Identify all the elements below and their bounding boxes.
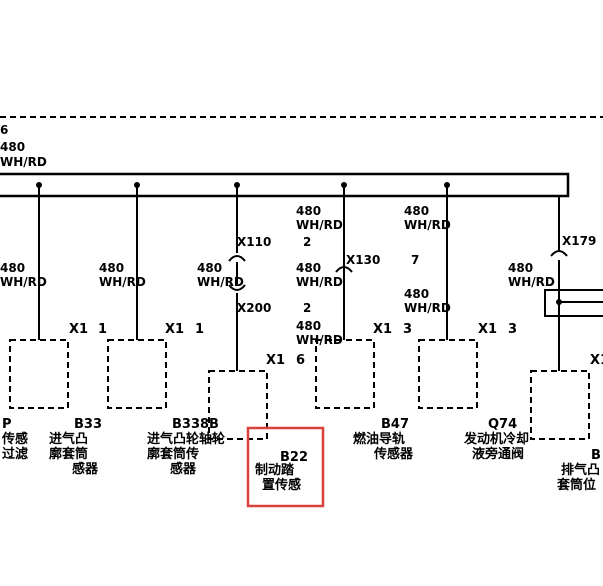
x1-label-2: X1 bbox=[165, 322, 184, 337]
x1-pin-5: 3 bbox=[508, 322, 517, 337]
connector-x179-symbol bbox=[550, 250, 568, 257]
component-box-5 bbox=[418, 339, 478, 409]
component-0-code: P bbox=[2, 417, 12, 432]
wire-label-3b: WH/RD bbox=[197, 275, 244, 289]
component-1-name-2: 廓套筒 bbox=[49, 446, 88, 462]
top-left-label-2: 480 bbox=[0, 140, 25, 154]
x1-label-4: X1 bbox=[373, 322, 392, 337]
x1-pin-3: 6 bbox=[296, 353, 305, 368]
top-left-label-1: 6 bbox=[0, 123, 8, 137]
wire-label-7a: 480 bbox=[404, 204, 429, 218]
x1-pin-1: 1 bbox=[98, 322, 107, 337]
connector-x200-symbol bbox=[228, 284, 246, 291]
component-1-name-1: 进气凸 bbox=[49, 431, 88, 447]
component-2-name-2: 廓套筒传 bbox=[147, 446, 199, 462]
x1-pin-4: 3 bbox=[403, 322, 412, 337]
component-2-code: B338B bbox=[172, 417, 219, 432]
component-4-name-1: 燃油导轨 bbox=[353, 431, 405, 447]
wire-label-4b: WH/RD bbox=[296, 218, 343, 232]
connector-x130-label: X130 bbox=[346, 253, 380, 267]
wire-label-4a: 480 bbox=[296, 204, 321, 218]
component-5-name-2: 液旁通阀 bbox=[472, 446, 524, 462]
component-5-code: Q74 bbox=[488, 417, 517, 432]
connector-x130-symbol bbox=[335, 266, 353, 273]
component-5-name-1: 发动机冷却 bbox=[463, 431, 529, 447]
component-2-name-1: 进气凸轮轴轮 bbox=[147, 431, 225, 447]
connector-x110-label: X110 bbox=[237, 235, 271, 249]
component-0-name-2: 过滤 bbox=[2, 446, 28, 462]
component-4-name-2: 传感器 bbox=[373, 446, 414, 462]
x1-label-5: X1 bbox=[478, 322, 497, 337]
component-2-name-3: 感器 bbox=[170, 461, 197, 477]
wire-label-2b: WH/RD bbox=[99, 275, 146, 289]
wire-label-9b: WH/RD bbox=[508, 275, 555, 289]
component-4-code: B47 bbox=[381, 417, 409, 432]
x1-pin-2: 1 bbox=[195, 322, 204, 337]
component-box-0 bbox=[9, 339, 69, 409]
wire-label-8a: 480 bbox=[404, 287, 429, 301]
wire-label-1b: WH/RD bbox=[0, 275, 47, 289]
component-0-name-1: 传感 bbox=[1, 431, 28, 447]
component-box-6 bbox=[530, 370, 590, 440]
x1-label-1: X1 bbox=[69, 322, 88, 337]
pin-label-7: 7 bbox=[411, 253, 419, 267]
component-6-name-1: 排气凸 bbox=[561, 462, 600, 478]
component-1-code: B33 bbox=[74, 417, 102, 432]
x1-label-6: X1 bbox=[590, 353, 603, 368]
component-box-4 bbox=[315, 339, 375, 409]
component-6-name-2: 套筒位 bbox=[556, 477, 596, 493]
right-side-wire-loop bbox=[544, 289, 603, 317]
wire-label-5a: 480 bbox=[296, 261, 321, 275]
component-box-2 bbox=[208, 370, 268, 440]
connector-x179-label: X179 bbox=[562, 234, 596, 248]
top-left-label-3: WH/RD bbox=[0, 155, 47, 169]
connector-x110-symbol bbox=[228, 255, 246, 262]
wire-label-9a: 480 bbox=[508, 261, 533, 275]
component-3-code: B22 bbox=[280, 450, 308, 465]
wire-label-6a: 480 bbox=[296, 319, 321, 333]
pin-label-x130-in: 2 bbox=[303, 235, 311, 249]
component-1-name-3: 感器 bbox=[72, 461, 99, 477]
wire-label-3a: 480 bbox=[197, 261, 222, 275]
wire-label-2a: 480 bbox=[99, 261, 124, 275]
x1-label-3: X1 bbox=[266, 353, 285, 368]
component-6-code: B bbox=[591, 448, 601, 463]
connector-x200-label: X200 bbox=[237, 301, 271, 315]
wire-label-8b: WH/RD bbox=[404, 301, 451, 315]
wire-label-1a: 480 bbox=[0, 261, 25, 275]
component-3-name-1: 制动踏 bbox=[255, 462, 295, 478]
main-bus-wire bbox=[0, 172, 570, 198]
highlight-box-b22 bbox=[246, 426, 325, 508]
component-box-1 bbox=[107, 339, 167, 409]
wire-label-7b: WH/RD bbox=[404, 218, 451, 232]
component-3-name-2: 置传感 bbox=[262, 477, 301, 493]
pin-label-x130-out: 2 bbox=[303, 301, 311, 315]
wire-label-5b: WH/RD bbox=[296, 275, 343, 289]
